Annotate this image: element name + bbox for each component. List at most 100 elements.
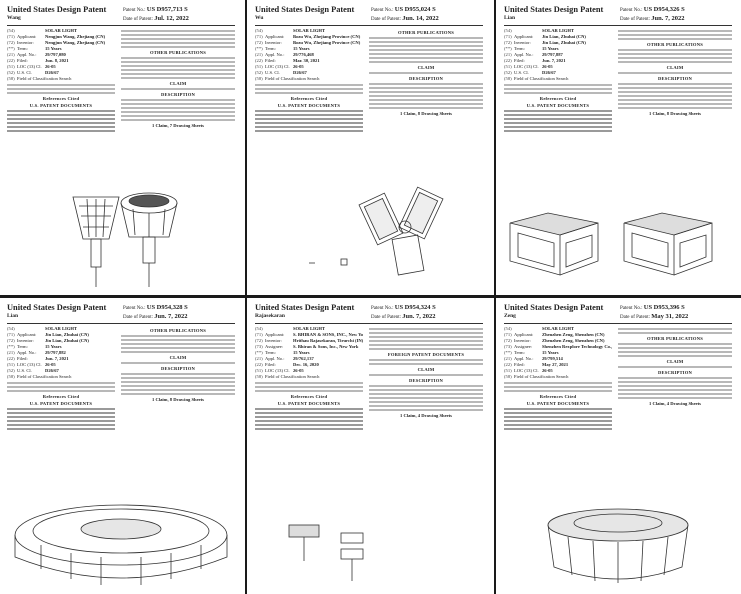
patent-title: United States Design Patent [504, 5, 604, 14]
field-value: Bozu Wu, Zhejiang Province (CN) [293, 40, 361, 45]
other-publications-heading: OTHER PUBLICATIONS [647, 336, 703, 341]
patent-header: United States Design Patent Zeng Patent … [504, 303, 732, 324]
field-label: Term: [514, 46, 525, 51]
patent-header: United States Design Patent Wang Patent … [7, 5, 235, 26]
patent-field: (71)Applicant:Jin Lian, Zhuhai (CN) [504, 34, 612, 40]
patent-field: (51)LOC (13) Cl.26-05 [255, 368, 363, 374]
patent-field: (52)U.S. Cl. D26/67 [504, 70, 612, 76]
field-value: Jin Lian, Zhuhai (CN) [45, 338, 89, 343]
patent-field: (51)LOC (13) Cl.26-05 [504, 64, 612, 70]
field-value: Jun. 8, 2021 [45, 58, 69, 63]
patent-number: Patent No.: US D955,024 S [371, 6, 436, 13]
field-label: Field of Classification Search [17, 76, 72, 81]
field-value: 15 Years [45, 344, 62, 349]
field-label: Appl. No.: [514, 52, 534, 57]
field-code: (22) [7, 356, 15, 361]
patent-title: United States Design Patent [7, 5, 107, 14]
solar-light-drawing [288, 524, 364, 581]
field-label: Filed: [17, 58, 28, 63]
field-code: (58) [504, 374, 512, 379]
patent-field: (**)Term:15 Years [7, 46, 115, 52]
field-value: 29/762,137 [293, 356, 314, 361]
patent-field: (**)Term:15 Years [504, 350, 612, 356]
field-value: Nengjun Wang, Zhejiang (CN) [45, 34, 106, 39]
field-code: (73) [255, 344, 263, 349]
field-value: 15 Years [542, 350, 559, 355]
inventor-name: Lian [7, 313, 19, 319]
field-value: D26/67 [293, 70, 307, 75]
field-code: (71) [504, 34, 512, 39]
patent-field: (21)Appl. No.:29/797,882 [7, 350, 115, 356]
field-code: (58) [7, 76, 15, 81]
field-value: Zhenzhen Zeng, Shenzhen (CN) [542, 338, 605, 343]
field-label: LOC (13) Cl. [17, 362, 42, 367]
field-code: (22) [504, 58, 512, 63]
patent-field: (54)SOLAR LIGHT [7, 326, 115, 332]
field-code: (72) [7, 40, 15, 45]
field-code: (52) [7, 368, 15, 373]
patent-date: Date of Patent: Jun. 7, 2022 [620, 15, 685, 22]
solar-light-drawing [14, 504, 228, 585]
figure-caption: 1 Claim, 8 Drawing Sheets [152, 397, 204, 402]
field-code: (51) [255, 64, 263, 69]
patent-field: (22)Filed:Mar. 30, 2021 [255, 58, 363, 64]
field-label: Applicant: [265, 34, 285, 39]
field-value: D26/67 [542, 70, 556, 75]
field-code: (**) [7, 46, 15, 51]
solar-light-drawing [72, 192, 178, 287]
field-value: Shenzhen Rexplore Technology Co., Ltd. [542, 344, 612, 349]
patent-field: (51)LOC (13) Cl.26-05 [255, 64, 363, 70]
field-code: (21) [255, 52, 263, 57]
field-label: Appl. No.: [17, 350, 37, 355]
field-label: Assignee: [265, 344, 284, 349]
us-patent-documents-heading: U.S. PATENT DOCUMENTS [526, 401, 590, 406]
field-code: (52) [504, 70, 512, 75]
right-column: FOREIGN PATENT DOCUMENTS CLAIM DESCRIPTI… [369, 326, 483, 418]
field-code: (71) [504, 332, 512, 337]
field-code: (72) [504, 338, 512, 343]
patent-field: (52)U.S. Cl.D26/67 [255, 70, 363, 76]
field-code: (54) [7, 28, 15, 33]
field-value: Jun. 7, 2021 [542, 58, 566, 63]
patent-field: (72)Inventor:Jin Lian, Zhuhai (CN) [504, 40, 612, 46]
field-label: LOC (13) Cl. [514, 368, 539, 373]
field-label: U.S. Cl. [17, 70, 32, 75]
patent-field: (21)Appl. No.:29/797,887 [504, 52, 612, 58]
field-label: Applicant: [514, 332, 534, 337]
field-code: (58) [7, 374, 15, 379]
left-column: (54)SOLAR LIGHT(71)Applicant:Jin Lian, Z… [504, 28, 612, 134]
patent-field: (71)Applicant:Jin Lian, Zhuhai (CN) [7, 332, 115, 338]
right-column: OTHER PUBLICATIONS CLAIM DESCRIPTION 1 C… [121, 28, 235, 128]
patent-field: (71)Applicant:Nengjun Wang, Zhejiang (CN… [7, 34, 115, 40]
field-label: U.S. Cl. [514, 70, 529, 75]
patent-field: (22)Filed:Jun. 7, 2021 [504, 58, 612, 64]
left-column: (54)SOLAR LIGHT(71)Applicant:S. BHIRAN &… [255, 326, 363, 432]
field-label: LOC (13) Cl. [265, 368, 290, 373]
field-code: (72) [255, 40, 263, 45]
figure-caption: 1 Claim, 7 Drawing Sheets [152, 123, 204, 128]
patent-date: Date of Patent: Jun. 7, 2022 [371, 313, 436, 320]
field-label: Appl. No.: [265, 356, 285, 361]
patent-field: (21)Appl. No.:29/799,514 [504, 356, 612, 362]
field-code: (52) [255, 70, 263, 75]
patent-field: (22)Filed:Jun. 7, 2021 [7, 356, 115, 362]
patent-field: (54) SOLAR LIGHT [255, 28, 363, 34]
field-value: D26/67 [45, 70, 59, 75]
left-column: (54)SOLAR LIGHT(71)Applicant:Nengjun Wan… [7, 28, 115, 134]
field-value: SOLAR LIGHT [293, 28, 326, 33]
field-code: (21) [7, 350, 15, 355]
references-heading: References Cited [290, 394, 328, 399]
patent-date: Date of Patent: Jun. 14, 2022 [371, 15, 439, 22]
field-code: (54) [255, 28, 263, 33]
us-patent-documents-heading: U.S. PATENT DOCUMENTS [29, 401, 93, 406]
claim-heading: CLAIM [666, 359, 684, 364]
field-code: (54) [504, 326, 512, 331]
field-code: (52) [7, 70, 15, 75]
patent-field: (52)U.S. Cl.D26/67 [7, 368, 115, 374]
field-label: Term: [17, 46, 28, 51]
field-label: Field of Classification Search [514, 76, 569, 81]
patent-date: Date of Patent: Jul. 12, 2022 [123, 15, 189, 22]
patent-field: (51)LOC (13) Cl.26-05 [7, 64, 115, 70]
figure-caption: 1 Claim, 4 Drawing Sheets [400, 413, 452, 418]
